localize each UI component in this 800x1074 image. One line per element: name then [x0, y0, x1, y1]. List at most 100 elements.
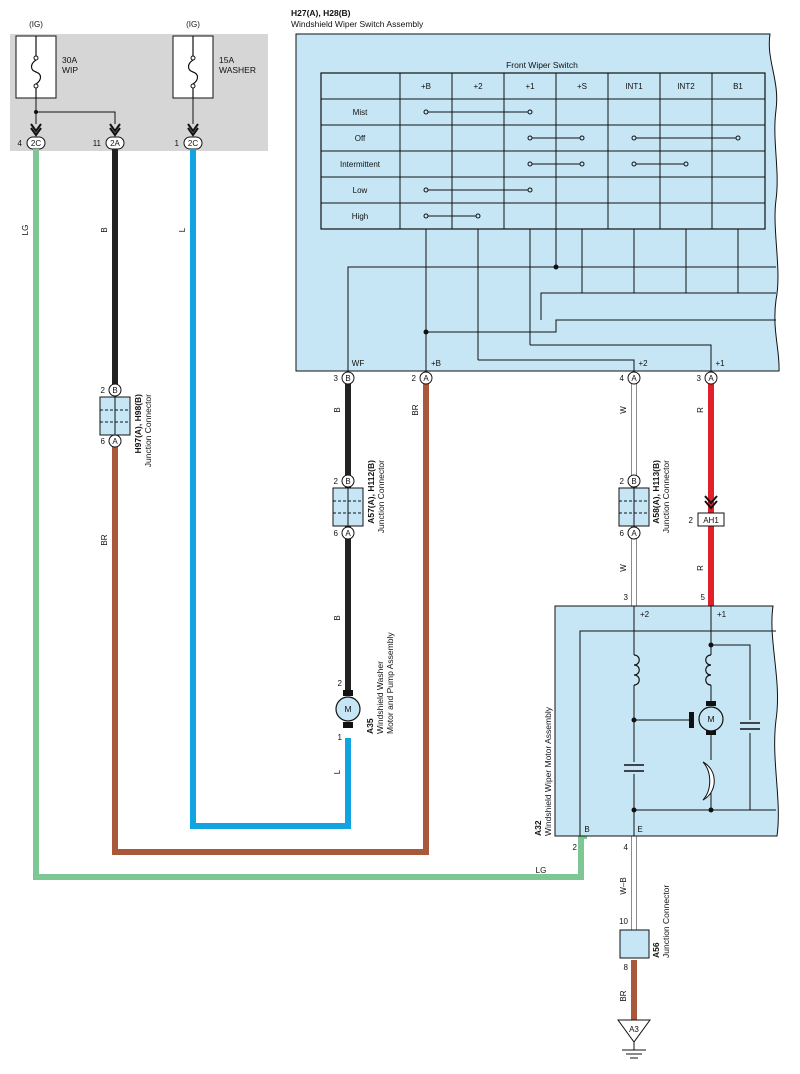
- pin-number: 3: [697, 374, 702, 383]
- wire-color-label: W: [619, 564, 628, 572]
- switch-row-label: Off: [355, 134, 366, 143]
- fuse-rating: 15A: [219, 55, 234, 65]
- component-name: Motor and Pump Assembly: [385, 632, 395, 734]
- switch-column-header: INT1: [625, 82, 643, 91]
- wire-color-label: L: [333, 769, 342, 774]
- fuse-name: WASHER: [219, 65, 256, 75]
- wire-color-label: B: [333, 615, 342, 620]
- wire-color-label: R: [696, 565, 705, 571]
- pin-number: 2: [334, 477, 339, 486]
- pin-number: 4: [624, 843, 629, 852]
- connector-chevron-icon: [30, 123, 199, 137]
- switch-table-title: Front Wiper Switch: [506, 60, 578, 70]
- pin-number: 4: [620, 374, 625, 383]
- pin-number: 11: [93, 139, 102, 148]
- wire-color-label: R: [696, 407, 705, 413]
- pin-number: 3: [624, 593, 629, 602]
- pin-connector-letter: B: [345, 477, 350, 486]
- pin-connector-letter: A: [708, 374, 714, 383]
- switch-column-header: +2: [473, 82, 483, 91]
- junction-connector-a57: B 2 A 6 A57(A), H112(B) Junction Connect…: [332, 460, 386, 540]
- ground-label: A3: [629, 1025, 639, 1034]
- wire-color-label: B: [100, 227, 109, 232]
- pin-connector-letter: A: [423, 374, 429, 383]
- pin-number: 6: [334, 529, 339, 538]
- fuse-washer-icon: [172, 35, 214, 99]
- fuse-supply-label: (IG): [29, 20, 43, 29]
- wire-blue: [190, 149, 351, 829]
- connector-ref: A57(A), H112(B): [366, 460, 376, 524]
- connector-name: Junction Connector: [376, 460, 386, 533]
- switch-assembly-ref: H27(A), H28(B): [291, 8, 351, 18]
- terminal-label: +2: [640, 610, 650, 619]
- switch-table: +B +2 +1 +S INT1 INT2 B1 Mist Off Interm…: [320, 72, 766, 230]
- connector-name: Junction Connector: [661, 885, 671, 958]
- pin-number: 3: [334, 374, 339, 383]
- pin-connector-letter: A: [345, 529, 351, 538]
- switch-column-header: INT2: [677, 82, 695, 91]
- motor-symbol: M: [707, 714, 714, 724]
- junction-connector-a58: B 2 A 6 A58(A), H113(B) Junction Connect…: [618, 460, 671, 540]
- motor-icon: [698, 706, 724, 732]
- pin-number: 5: [701, 593, 706, 602]
- pin-number: 1: [338, 733, 343, 742]
- fuse-name: WIP: [62, 65, 78, 75]
- wire-brown: [112, 383, 429, 855]
- component-ref: A35: [365, 718, 375, 734]
- pin-number: 2: [573, 843, 578, 852]
- connector-badge: 2C: [188, 139, 198, 148]
- switch-assembly-title: Windshield Wiper Switch Assembly: [291, 19, 424, 29]
- switch-row-label: High: [352, 212, 368, 221]
- switch-column-header: +B: [421, 82, 431, 91]
- pin-number: 2: [689, 516, 694, 525]
- junction-connector-a56: 10 8 A56 Junction Connector: [619, 885, 671, 972]
- coil-icon: [705, 654, 712, 686]
- fuse-block: (IG) (IG) 30A WIP 15A WASHER: [10, 20, 268, 151]
- terminal-label: +B: [431, 359, 441, 368]
- switch-row-label: Low: [353, 186, 368, 195]
- pin-number: 2: [620, 477, 625, 486]
- washer-motor: 2 M 1 A35 Windshield Washer Motor and Pu…: [335, 632, 395, 742]
- connector-badge: 2A: [110, 139, 120, 148]
- switch-row-label: Mist: [353, 108, 368, 117]
- terminal-label: +2: [638, 359, 648, 368]
- pin-connector-letter: A: [631, 374, 637, 383]
- wire-color-label: B: [333, 407, 342, 412]
- pin-number: 1: [175, 139, 180, 148]
- junction-connector-h97: B 2 A 6 H97(A), H98(B) Junction Connecto…: [99, 383, 153, 467]
- pin-number: 8: [624, 963, 629, 972]
- wire-color-label: BR: [619, 990, 628, 1001]
- pin-number: 10: [619, 917, 628, 926]
- pin-number: 4: [18, 139, 23, 148]
- cam-switch-icon: [702, 761, 715, 801]
- terminal-label: B: [584, 825, 589, 834]
- motor-symbol: M: [344, 704, 351, 714]
- terminal-label: +1: [715, 359, 725, 368]
- connector-ref: H97(A), H98(B): [133, 394, 143, 454]
- connector-ah1: AH1 2: [689, 495, 725, 527]
- connector-ref: A56: [651, 942, 661, 958]
- fuse-wip-icon: [15, 35, 57, 99]
- pin-number: 6: [620, 529, 625, 538]
- component-name: Windshield Wiper Motor Assembly: [543, 706, 553, 836]
- pin-connector-letter: A: [631, 529, 637, 538]
- motor-icon: [335, 696, 361, 722]
- connector-badge: 2C: [31, 139, 41, 148]
- wire-color-label: BR: [411, 404, 420, 415]
- connector-ref: A58(A), H113(B): [651, 460, 661, 524]
- switch-column-header: B1: [733, 82, 743, 91]
- terminal-label: WF: [352, 359, 365, 368]
- connector-name: Junction Connector: [143, 394, 153, 467]
- component-ref: A32: [533, 820, 543, 836]
- wiper-motor-assembly: 3 5 +2 +1 B E 2 4: [533, 593, 779, 852]
- pin-number: 2: [412, 374, 417, 383]
- component-name: Windshield Washer: [375, 661, 385, 734]
- wire-color-label: L: [178, 227, 187, 232]
- terminal-label: E: [637, 825, 642, 834]
- pin-number: 2: [101, 386, 106, 395]
- coil-icon: [633, 654, 640, 686]
- terminal-label: +1: [717, 610, 727, 619]
- wire-color-label: LG: [21, 225, 30, 236]
- wire-color-label: W: [619, 406, 628, 414]
